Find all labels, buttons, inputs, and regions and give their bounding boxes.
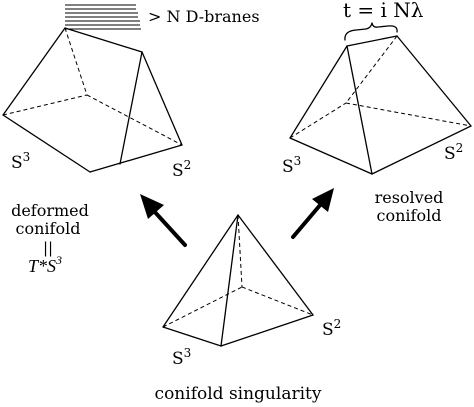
t-formula-label: t = i Nλ bbox=[343, 0, 424, 22]
d-brane-lines bbox=[65, 4, 141, 30]
deformed-caption-line1: deformed bbox=[11, 201, 89, 220]
singular-s2-label: S2 bbox=[322, 317, 341, 340]
singular-conifold-shape bbox=[162, 214, 314, 347]
deformed-s2-label: S2 bbox=[172, 158, 191, 181]
resolved-s2-label: S2 bbox=[444, 141, 463, 164]
resolved-caption-line2: conifold bbox=[377, 206, 442, 225]
t-brace bbox=[344, 22, 398, 41]
arrow-to-resolved bbox=[291, 188, 334, 239]
n-dbranes-label: > N D-branes bbox=[148, 7, 260, 26]
deformed-caption-line2: conifold bbox=[16, 219, 81, 238]
resolved-s3-label: S3 bbox=[282, 154, 301, 177]
resolved-caption-line1: resolved bbox=[375, 188, 444, 207]
singular-s3-label: S3 bbox=[172, 346, 191, 369]
deformed-tstar-label: T*S3 bbox=[28, 253, 62, 276]
deformed-s3-label: S3 bbox=[11, 150, 30, 173]
deformed-conifold-shape bbox=[2, 4, 183, 173]
resolved-conifold-shape bbox=[289, 22, 472, 175]
singularity-caption: conifold singularity bbox=[155, 384, 322, 404]
deformed-equiv-sign: || bbox=[43, 239, 53, 257]
arrow-to-deformed bbox=[140, 194, 187, 247]
